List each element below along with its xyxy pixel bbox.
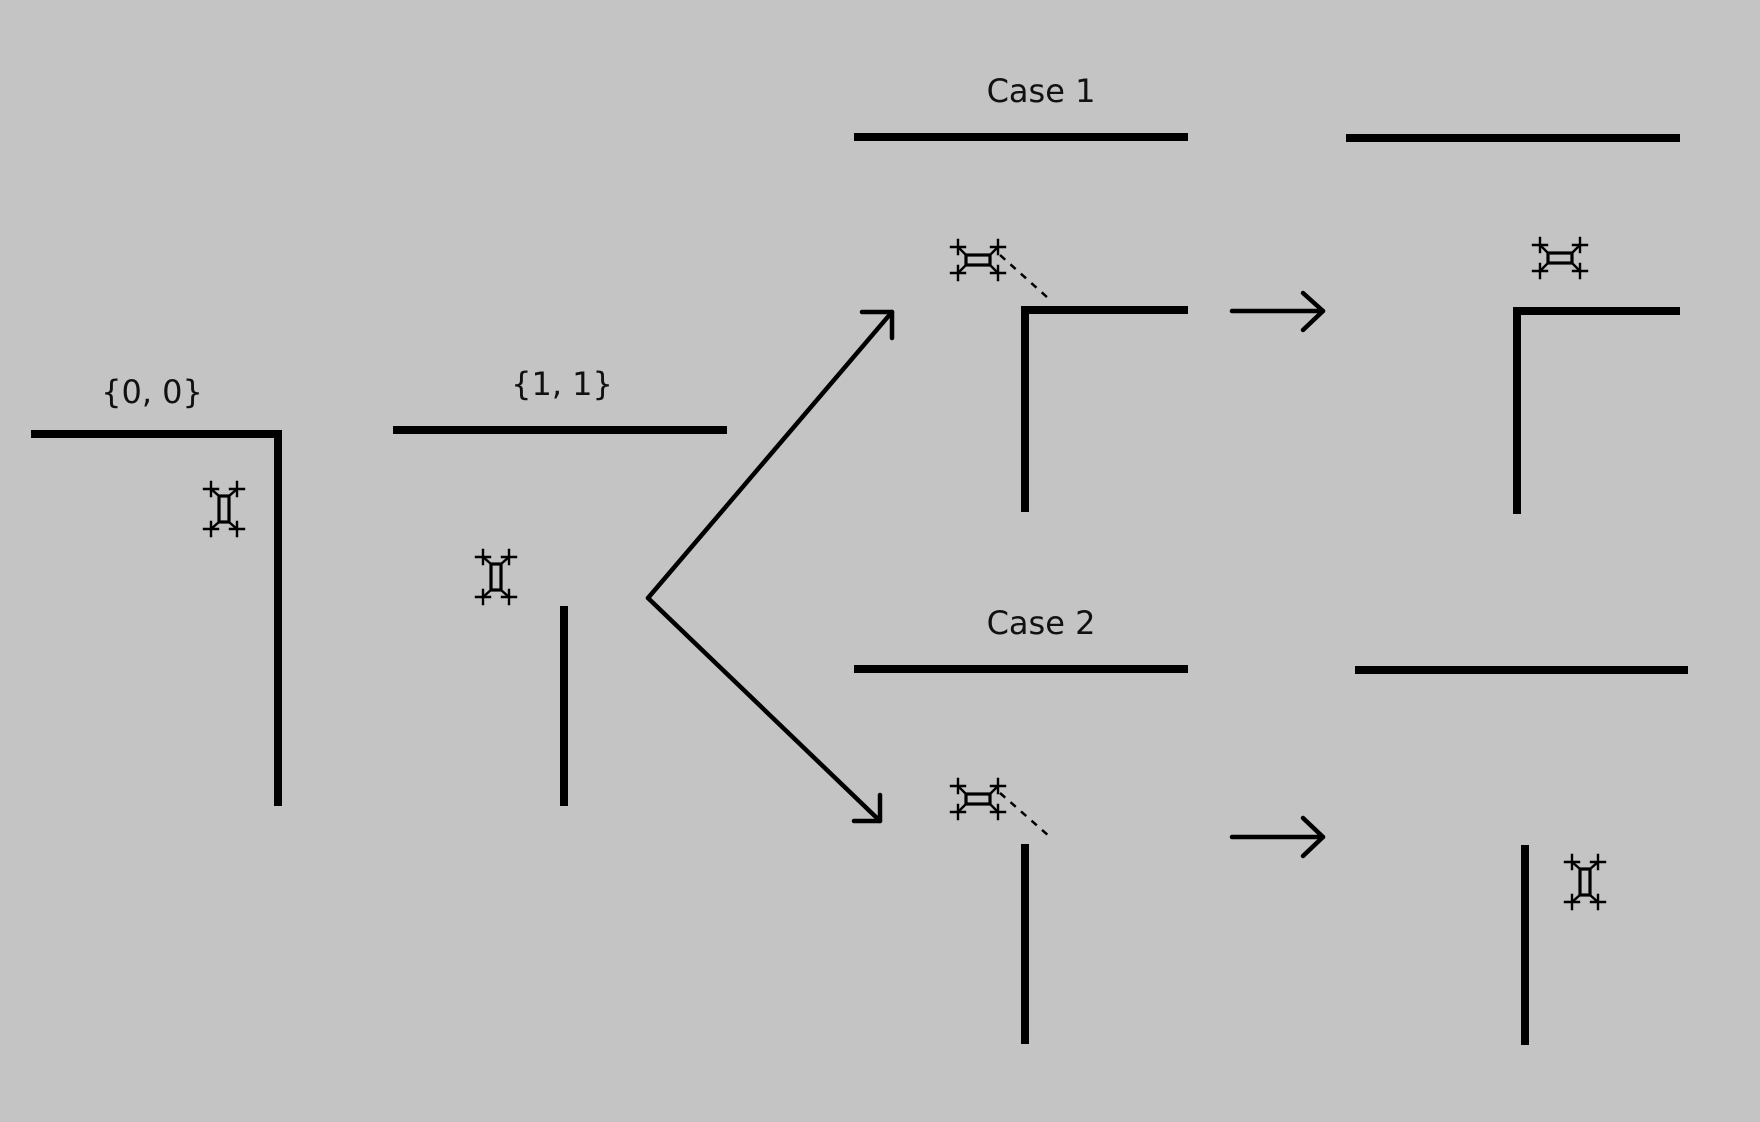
case2-label: Case 2 bbox=[987, 604, 1096, 642]
quadcopter-icon bbox=[202, 480, 246, 538]
branch-arrows bbox=[645, 309, 895, 824]
corner-wall bbox=[1021, 306, 1188, 512]
panel-case1: Case 1 bbox=[854, 72, 1188, 512]
arrow-to-case1 bbox=[645, 309, 895, 601]
quadcopter-icon bbox=[949, 238, 1007, 282]
quadcopter-icon bbox=[949, 777, 1007, 821]
case2-transition-arrow bbox=[1229, 815, 1326, 859]
dashed-motion-path bbox=[999, 792, 1051, 838]
panel-case2: Case 2 bbox=[854, 604, 1188, 1044]
panel-case1-result bbox=[1346, 134, 1680, 514]
quadcopter-icon bbox=[1563, 853, 1607, 911]
case1-transition-arrow bbox=[1229, 290, 1326, 333]
arrow-head-icon bbox=[859, 309, 895, 341]
quadcopter-icon bbox=[1531, 236, 1589, 280]
arrow-head-icon bbox=[1300, 290, 1326, 333]
arrow-head-icon bbox=[851, 792, 883, 824]
arrow-head-icon bbox=[1300, 815, 1326, 859]
quadcopter-icon bbox=[474, 548, 518, 606]
state-11-label: {1, 1} bbox=[511, 365, 613, 403]
dashed-motion-path bbox=[999, 254, 1049, 299]
panel-state-00: {0, 0} bbox=[31, 373, 282, 806]
case1-label: Case 1 bbox=[987, 72, 1096, 110]
corner-wall-top-right bbox=[31, 430, 282, 806]
corner-wall bbox=[1513, 307, 1680, 514]
arrow-to-case2 bbox=[645, 595, 883, 824]
panel-case2-result bbox=[1355, 666, 1688, 1045]
state-00-label: {0, 0} bbox=[101, 373, 203, 411]
panel-state-11: {1, 1} bbox=[393, 365, 727, 806]
